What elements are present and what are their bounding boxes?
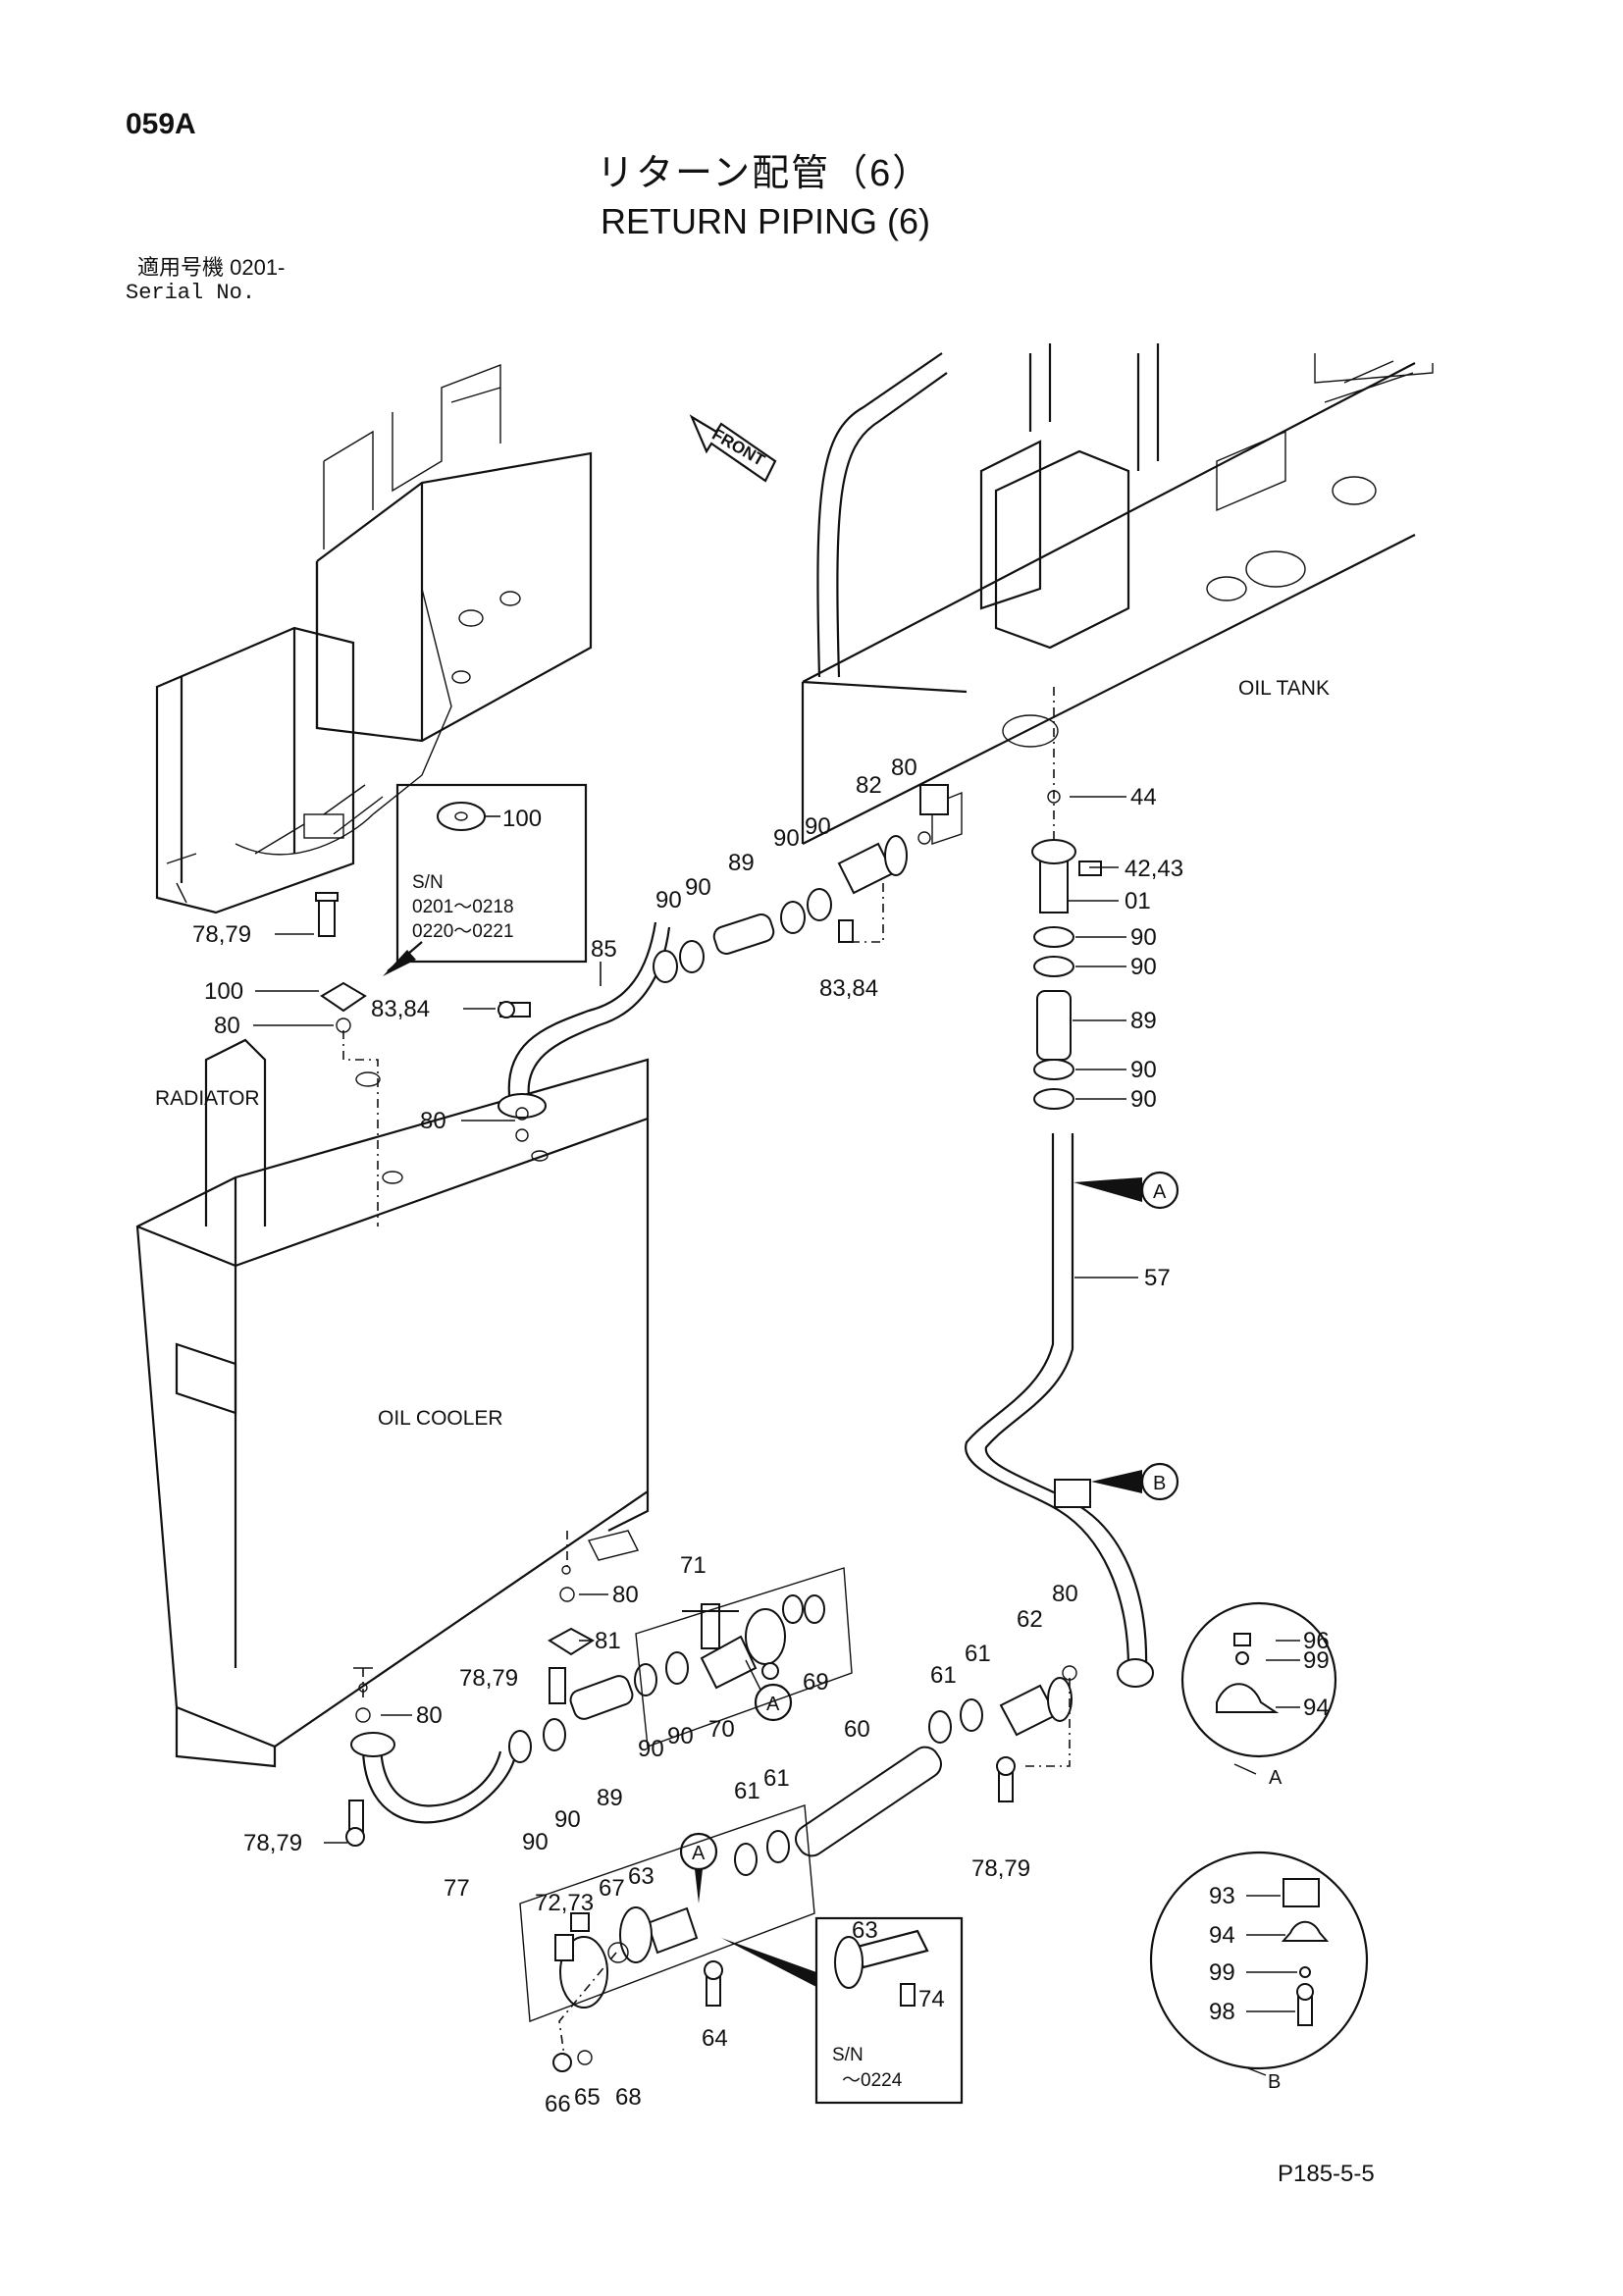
upper-left-unit — [155, 363, 593, 914]
callout-42-43: 42,43 — [1125, 856, 1183, 882]
serial-box2-range: ～0224 — [842, 2070, 903, 2091]
oil-cooler-label: OIL COOLER — [378, 1407, 503, 1430]
page-code: 059A — [126, 108, 196, 140]
leader-lines — [253, 796, 1300, 2012]
callout-67: 67 — [599, 1875, 625, 1902]
front-arrow: FRONT — [689, 414, 777, 483]
serial-label-japanese: 適用号機 0201- — [137, 255, 286, 280]
ref-b-marker: B — [1153, 1473, 1166, 1494]
part-callouts: 100 78,79 100 80 83,84 80 85 90 90 89 90… — [192, 755, 1330, 2117]
callout-77: 77 — [444, 1875, 470, 1902]
callout-90-i: 90 — [638, 1736, 664, 1762]
callout-78-79-c: 78,79 — [243, 1830, 302, 1856]
title-english: RETURN PIPING (6) — [601, 201, 931, 241]
callout-74: 74 — [918, 1986, 945, 2012]
callout-80-b: 80 — [420, 1108, 446, 1134]
callout-85: 85 — [591, 936, 617, 963]
callout-100-b: 100 — [204, 978, 243, 1005]
callout-90-h: 90 — [1130, 1086, 1157, 1113]
callout-66: 66 — [545, 2091, 571, 2117]
callout-90-a: 90 — [655, 887, 682, 913]
callout-71: 71 — [680, 1552, 707, 1579]
serial-box1-label: S/N — [412, 872, 444, 893]
callout-61-d: 61 — [965, 1641, 991, 1667]
callout-70: 70 — [708, 1716, 735, 1743]
serial-box1-range1: 0201～0218 — [412, 897, 514, 917]
callout-90-e: 90 — [1130, 924, 1157, 951]
callout-44: 44 — [1130, 784, 1157, 810]
callout-78-79-b: 78,79 — [459, 1665, 518, 1692]
callout-90-j: 90 — [667, 1723, 694, 1749]
serial-box1-range2: 0220～0221 — [412, 921, 514, 942]
callout-90-k: 90 — [522, 1829, 549, 1855]
callout-90-d: 90 — [805, 813, 831, 840]
ref-a-marker-3: A — [692, 1843, 706, 1864]
radiator-label: RADIATOR — [155, 1087, 260, 1110]
callout-89-a: 89 — [728, 850, 755, 876]
serial-box-2: S/N ～0224 — [721, 1916, 964, 2105]
callout-89-c: 89 — [597, 1785, 623, 1811]
serial-label-english: Serial No. — [126, 281, 256, 305]
callout-90-l: 90 — [554, 1806, 581, 1833]
callout-68: 68 — [615, 2084, 642, 2111]
callout-69: 69 — [803, 1669, 829, 1696]
callout-72-73: 72,73 — [535, 1890, 594, 1916]
callout-63-a: 63 — [628, 1863, 654, 1890]
ref-markers: A B A A — [679, 1171, 1179, 1904]
callout-78-79-d: 78,79 — [971, 1855, 1030, 1882]
callout-94-a: 94 — [1303, 1695, 1330, 1721]
pipes — [350, 835, 1154, 2009]
callout-82: 82 — [856, 772, 882, 799]
callout-64: 64 — [702, 2025, 728, 2052]
callout-94-b: 94 — [1209, 1922, 1235, 1949]
callout-63-b: 63 — [852, 1917, 878, 1944]
callout-80-d: 80 — [612, 1582, 639, 1608]
callout-61-b: 61 — [763, 1765, 790, 1792]
callout-93: 93 — [1209, 1883, 1235, 1909]
callout-60: 60 — [844, 1716, 870, 1743]
oil-tank — [801, 343, 1434, 845]
oil-tank-label: OIL TANK — [1238, 677, 1330, 700]
callout-78-79-a: 78,79 — [192, 921, 251, 948]
callout-90-f: 90 — [1130, 954, 1157, 980]
centerlines — [342, 687, 1071, 2057]
callout-89-b: 89 — [1130, 1008, 1157, 1034]
ref-a-marker-1: A — [1153, 1181, 1167, 1203]
detail-view-b: B — [1149, 1851, 1369, 2093]
detail-b-label: B — [1268, 2071, 1281, 2093]
serial-box-1: S/N 0201～0218 0220～0221 — [383, 783, 588, 976]
callout-90-g: 90 — [1130, 1057, 1157, 1083]
callout-80-c: 80 — [891, 755, 917, 781]
callout-61-a: 61 — [734, 1778, 760, 1804]
callout-99-b: 99 — [1209, 1959, 1235, 1986]
callout-90-b: 90 — [685, 874, 711, 901]
title-japanese: リターン配管（6） — [597, 153, 932, 194]
callout-90-c: 90 — [773, 825, 800, 852]
callout-98: 98 — [1209, 1999, 1235, 2025]
callout-81: 81 — [595, 1628, 621, 1654]
callout-80-f: 80 — [1052, 1581, 1078, 1607]
callout-57: 57 — [1144, 1265, 1171, 1291]
callout-65: 65 — [574, 2084, 601, 2111]
callout-99-a: 99 — [1303, 1647, 1330, 1674]
callout-80-a: 80 — [214, 1013, 240, 1039]
callout-61-c: 61 — [930, 1662, 957, 1689]
small-parts — [315, 784, 1102, 2072]
callout-62: 62 — [1017, 1606, 1043, 1633]
serial-box2-label: S/N — [832, 2045, 864, 2065]
callout-01: 01 — [1125, 888, 1151, 914]
detail-view-a: A — [1180, 1601, 1337, 1789]
detail-a-label: A — [1269, 1767, 1283, 1789]
clamps — [508, 888, 1074, 1876]
clamp-b-on-pipe — [1054, 1479, 1091, 1508]
callout-80-e: 80 — [416, 1702, 443, 1729]
callout-83-84-a: 83,84 — [371, 996, 430, 1022]
callout-83-84-b: 83,84 — [819, 975, 878, 1002]
callout-96: 96 — [1303, 1628, 1330, 1654]
callout-100-a: 100 — [502, 806, 542, 832]
page-reference: P185-5-5 — [1278, 2161, 1375, 2187]
ref-a-marker-2: A — [766, 1694, 780, 1715]
radiator-oil-cooler — [135, 1038, 650, 1768]
